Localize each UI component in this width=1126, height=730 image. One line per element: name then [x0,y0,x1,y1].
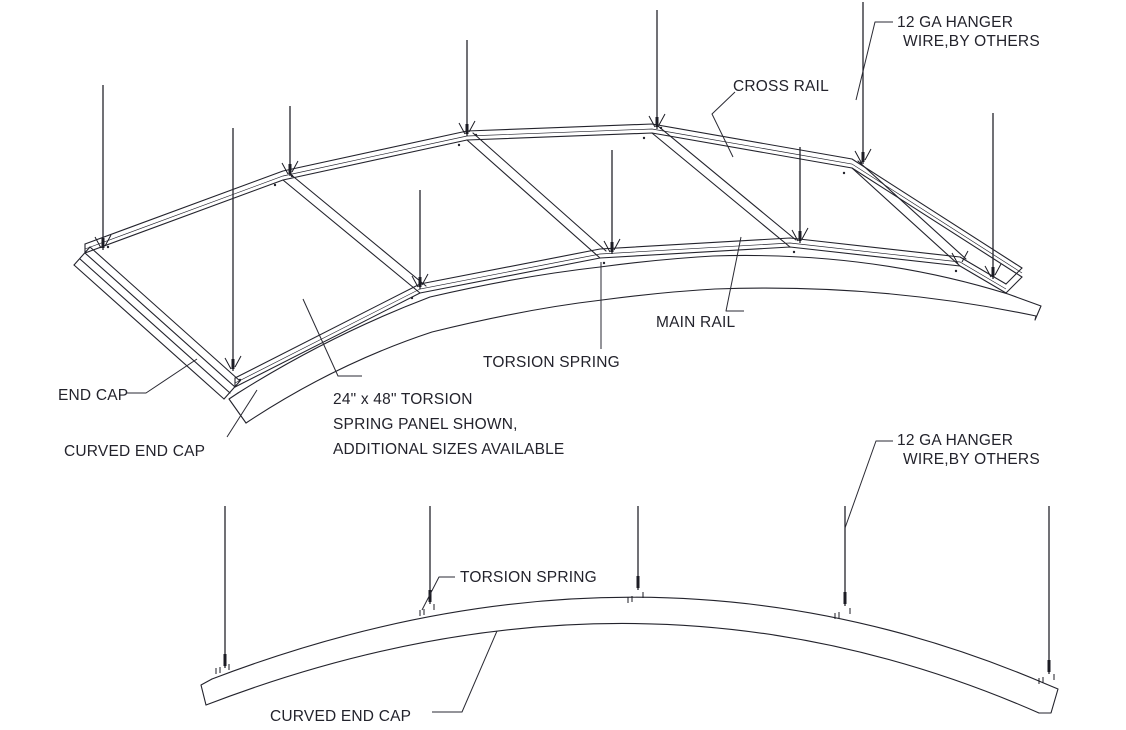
label-hanger-wire-elev-line2: WIRE,BY OTHERS [903,451,1040,468]
label-curved-end-cap-elevation: CURVED END CAP [270,708,411,725]
label-torsion-spring-elevation: TORSION SPRING [460,569,597,586]
rivet-dots [106,126,958,382]
leader-curved-end-cap-elevation [432,630,498,713]
cross-rail-back [84,123,1023,278]
leader-torsion-spring-elevation [421,576,455,611]
end-cap [73,246,241,400]
label-torsion-spring-iso: TORSION SPRING [483,354,620,371]
leader-panel-note [302,298,362,377]
leader-curved-end-cap-iso [226,389,258,438]
right-end-joint [1005,267,1023,294]
label-main-rail: MAIN RAIL [656,314,735,331]
main-rails [282,125,967,294]
label-curved-end-cap-iso: CURVED END CAP [64,443,205,460]
cross-rail-front [234,237,1007,388]
torsion-spring-clips [101,117,995,369]
label-hanger-wire-elev-line1: 12 GA HANGER [897,432,1013,449]
isometric-view: 12 GA HANGER WIRE,BY OTHERS CROSS RAIL M… [58,2,1042,460]
label-panel-note-line1: 24" x 48" TORSION [333,391,473,408]
label-hanger-wire-iso-line2: WIRE,BY OTHERS [903,33,1040,50]
leader-hanger-wire-elevation [844,440,893,529]
elevation-view: 12 GA HANGER WIRE,BY OTHERS TORSION SPRI… [200,432,1059,725]
curved-end-cap-elevation [200,596,1059,714]
leader-hanger-wire-iso [855,21,893,101]
label-panel-note-line2: SPRING PANEL SHOWN, [333,416,518,433]
leader-end-cap [127,358,198,394]
leader-main-rail [725,236,744,312]
label-panel-note-line3: ADDITIONAL SIZES AVAILABLE [333,441,564,458]
torsion-spring-ticks [94,113,1002,370]
label-hanger-wire-iso-line1: 12 GA HANGER [897,14,1013,31]
label-end-cap: END CAP [58,387,128,404]
hanger-wires-elevation [224,506,1050,674]
leader-cross-rail [711,91,736,158]
torsion-spring-ticks-elevation [215,592,1055,684]
label-cross-rail: CROSS RAIL [733,78,829,95]
torsion-springs-elevation [223,576,1051,672]
curved-end-cap-band [228,254,1042,424]
hanger-wires [102,2,994,371]
